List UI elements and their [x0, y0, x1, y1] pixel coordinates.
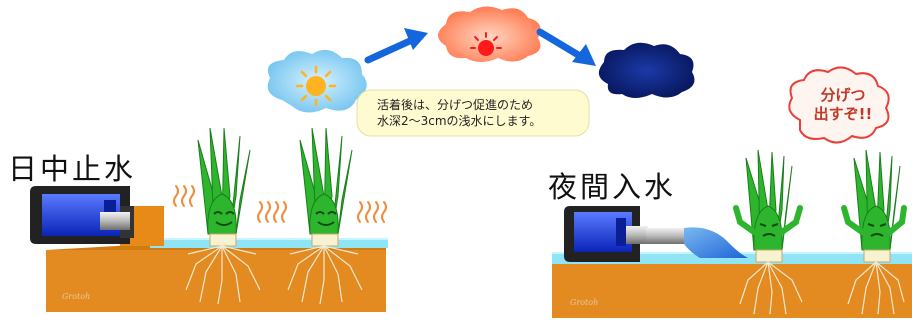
pump-icon [564, 206, 684, 262]
arrow-icon [364, 28, 428, 64]
speech-bubble-line-2: 出すぞ!! [813, 105, 873, 123]
sunset-icon [470, 32, 502, 56]
rice-plant-icon [733, 149, 803, 315]
rice-plant-icon [185, 127, 261, 305]
water-jet [684, 227, 748, 258]
note-line-2: 水深2～3cmの浅水にします。 [377, 114, 542, 128]
note-box [356, 89, 590, 137]
heat-wave-icon [173, 185, 387, 223]
left-panel-title: 日中止水 [8, 152, 137, 186]
right-panel-title: 夜間入水 [548, 170, 677, 204]
speech-bubble [788, 66, 890, 144]
right-signature: Grotoh [570, 298, 599, 307]
rice-plant-icon [287, 127, 363, 305]
note-line-1: 活着後は、分げつ促進のため [377, 98, 534, 112]
night-cloud-icon [598, 42, 695, 98]
speech-bubble-text: 分げつ 出すぞ!! [800, 86, 886, 124]
pump-icon [30, 186, 134, 244]
arrow-icon [536, 28, 596, 66]
sun-icon [295, 65, 337, 107]
sunset-cloud-icon [438, 6, 541, 63]
note-text: 活着後は、分げつ促進のため 水深2～3cmの浅水にします。 [377, 97, 541, 129]
speech-bubble-line-1: 分げつ [820, 86, 866, 104]
left-signature: Grotoh [62, 292, 91, 301]
rice-plant-icon [841, 149, 907, 315]
